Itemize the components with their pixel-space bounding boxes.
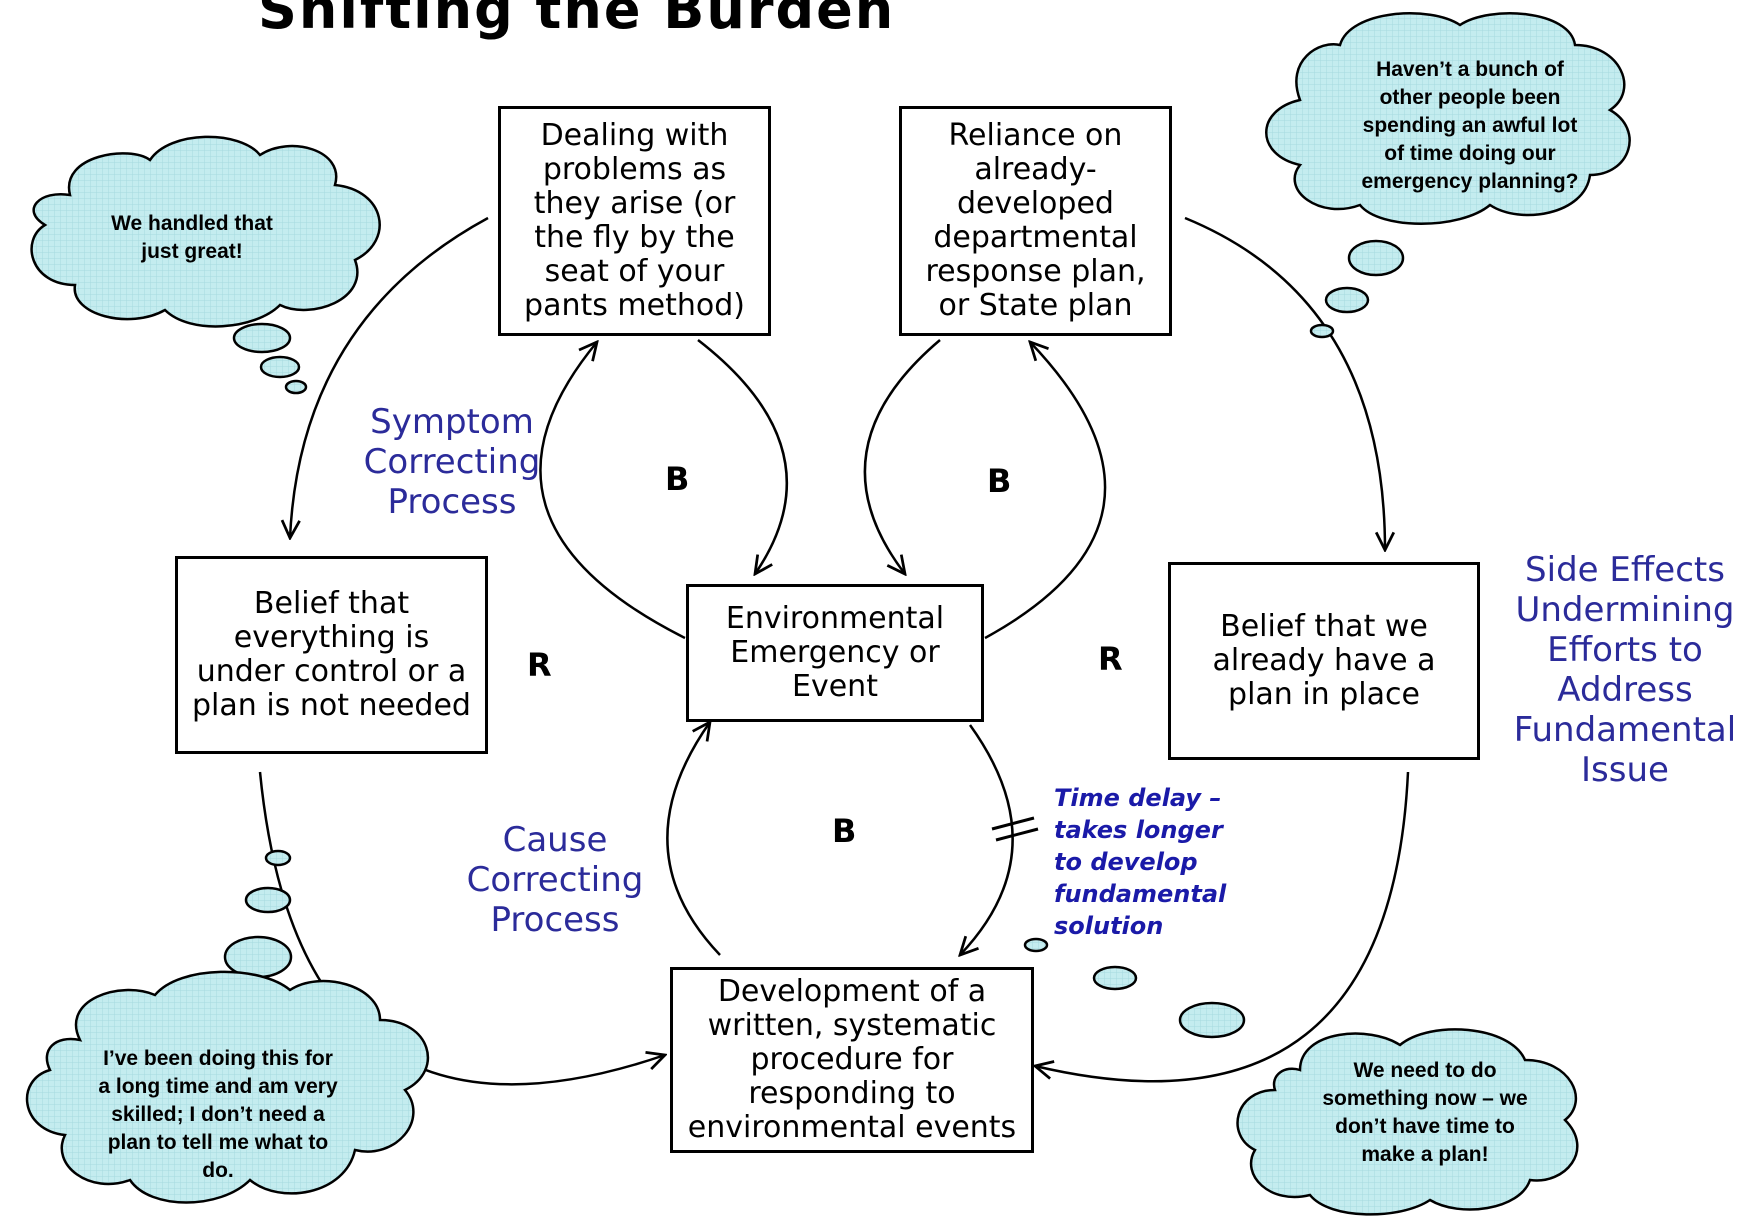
node-dealing-with-problems: Dealing with problems as they arise (or … (498, 106, 771, 336)
thought-need-now: We need to do something now – we don’t h… (1322, 1059, 1528, 1166)
label-side-effects: Side Effects Undermining Efforts to Addr… (1513, 550, 1737, 790)
diagram-title: Shifting the Burden (258, 0, 896, 41)
loop-label-balancing-right: B (987, 462, 1012, 500)
thought-handled: We handled that just great! (111, 212, 273, 263)
arrow-reliance-to-event (863, 339, 941, 574)
loop-label-reinforcing-left: R (527, 646, 552, 684)
thought-bubble (1324, 286, 1370, 314)
thought-cloud-now (1023, 937, 1579, 1216)
arrow-belief-plan-to-development (1035, 771, 1410, 1083)
thought-bubble (232, 322, 292, 354)
cloud-shape (30, 135, 381, 328)
arrow-dealing-to-belief-control (290, 216, 489, 538)
thought-bubble (244, 886, 292, 914)
label-symptom-correcting: Symptom Correcting Process (363, 402, 541, 522)
thought-bubble (264, 849, 292, 867)
loop-label-balancing-bottom: B (832, 812, 857, 850)
loop-label-reinforcing-right: R (1098, 640, 1123, 678)
thought-skilled: I’ve been doing this for a long time and… (98, 1047, 338, 1182)
label-time-delay: Time delay – takes longer to develop fun… (1054, 784, 1227, 940)
cloud-shape (25, 970, 430, 1204)
thought-bubble (1347, 239, 1405, 277)
cloud-shape (1236, 1028, 1579, 1216)
delay-mark (991, 816, 1039, 842)
thought-bubble (259, 355, 301, 379)
thought-bubble (1178, 1001, 1246, 1039)
node-development-of-procedure: Development of a written, systematic pro… (670, 967, 1034, 1153)
node-belief-plan-in-place: Belief that we already have a plan in pl… (1168, 562, 1480, 760)
arrow-event-to-development (960, 724, 1014, 955)
node-environmental-event: Environmental Emergency or Event (686, 584, 984, 722)
node-reliance-on-plan: Reliance on already-developed department… (899, 106, 1172, 336)
arrow-development-to-event (666, 722, 721, 956)
node-belief-under-control: Belief that everything is under control … (175, 556, 488, 754)
thought-bubble (1023, 937, 1049, 953)
arrow-event-to-reliance (984, 342, 1107, 640)
arrow-dealing-to-event (697, 339, 789, 574)
thought-bubble (1309, 323, 1335, 339)
thought-bubble (1092, 965, 1138, 991)
arrow-event-to-dealing (539, 342, 686, 640)
thought-cloud-others (1265, 12, 1631, 339)
label-cause-correcting: Cause Correcting Process (466, 820, 644, 940)
cloud-shape (1265, 12, 1631, 225)
thought-bubble (284, 379, 308, 395)
arrow-reliance-to-belief-plan (1184, 216, 1385, 550)
thought-cloud-skilled (25, 849, 430, 1204)
thought-cloud-handled (30, 135, 381, 395)
thought-others-planning: Haven’t a bunch of other people been spe… (1361, 58, 1579, 193)
loop-label-balancing-left: B (665, 460, 690, 498)
